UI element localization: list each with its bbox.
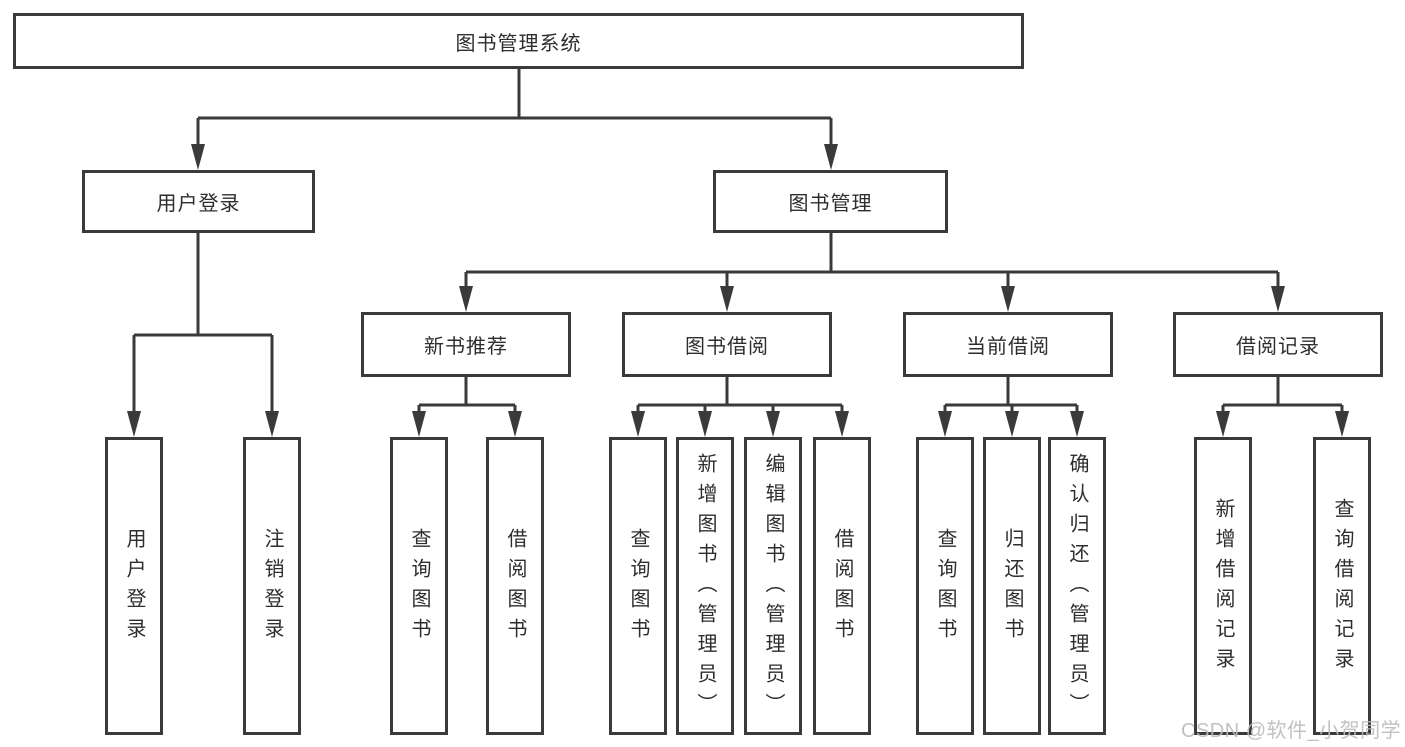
node-new-book-recommendation: 新书推荐 (361, 312, 571, 377)
leaf-query-borrow-record: 查询借阅记录 (1313, 437, 1371, 735)
leaf-borrow-books-recommend: 借阅图书 (486, 437, 544, 735)
node-library-management-system: 图书管理系统 (13, 13, 1024, 69)
leaf-add-books-admin: 新增图书（管理员） (676, 437, 734, 735)
leaf-confirm-return-admin: 确认归还（管理员） (1048, 437, 1106, 735)
node-book-management: 图书管理 (713, 170, 948, 233)
node-user-login: 用户登录 (82, 170, 315, 233)
leaf-user-login: 用户登录 (105, 437, 163, 735)
csdn-watermark: CSDN @软件_小贺同学 (1181, 720, 1402, 742)
leaf-return-books: 归还图书 (983, 437, 1041, 735)
leaf-borrow-books-borrowing: 借阅图书 (813, 437, 871, 735)
leaf-edit-books-admin: 编辑图书（管理员） (744, 437, 802, 735)
leaf-add-borrow-record: 新增借阅记录 (1194, 437, 1252, 735)
leaf-query-books-current: 查询图书 (916, 437, 974, 735)
node-borrowing-records: 借阅记录 (1173, 312, 1383, 377)
leaf-logout: 注销登录 (243, 437, 301, 735)
node-current-borrowing: 当前借阅 (903, 312, 1113, 377)
leaf-query-books-recommend: 查询图书 (390, 437, 448, 735)
node-book-borrowing: 图书借阅 (622, 312, 832, 377)
leaf-query-books-borrowing: 查询图书 (609, 437, 667, 735)
